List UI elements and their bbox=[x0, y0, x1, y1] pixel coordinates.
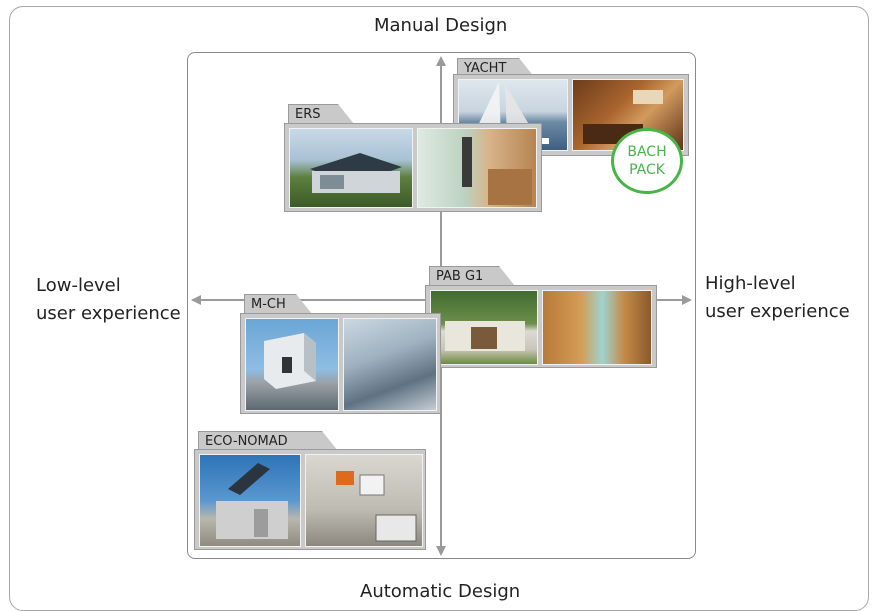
ers-exterior-photo bbox=[289, 128, 413, 208]
pabg1-interior-photo bbox=[542, 290, 652, 365]
ers-interior-photo bbox=[417, 128, 537, 208]
pabg1-exterior-photo bbox=[430, 290, 538, 365]
ers-card bbox=[284, 123, 542, 212]
bach-pack-badge: BACH PACK bbox=[611, 128, 683, 194]
economad-card bbox=[194, 449, 426, 550]
mch-interior-photo bbox=[343, 318, 437, 411]
axis-label-top: Manual Design bbox=[374, 15, 508, 36]
axis-label-right-line1: High-level bbox=[705, 273, 796, 294]
pabg1-tab: PAB G1 bbox=[429, 266, 515, 286]
bach-pack-line1: BACH bbox=[627, 144, 667, 160]
ers-tab: ERS bbox=[288, 104, 354, 124]
axis-label-left-line1: Low-level bbox=[36, 275, 121, 296]
mch-tab: M-CH bbox=[244, 294, 312, 314]
economad-interior-photo bbox=[305, 454, 423, 547]
bach-pack-line2: PACK bbox=[629, 162, 665, 178]
mch-card bbox=[240, 313, 441, 414]
mch-exterior-photo bbox=[245, 318, 339, 411]
economad-exterior-photo bbox=[199, 454, 301, 547]
pabg1-card bbox=[425, 285, 657, 368]
economad-tab: ECO-NOMAD bbox=[198, 431, 338, 451]
axis-label-left-line2: user experience bbox=[36, 303, 181, 324]
axis-label-bottom: Automatic Design bbox=[360, 581, 521, 602]
axis-label-right-line2: user experience bbox=[705, 301, 850, 322]
